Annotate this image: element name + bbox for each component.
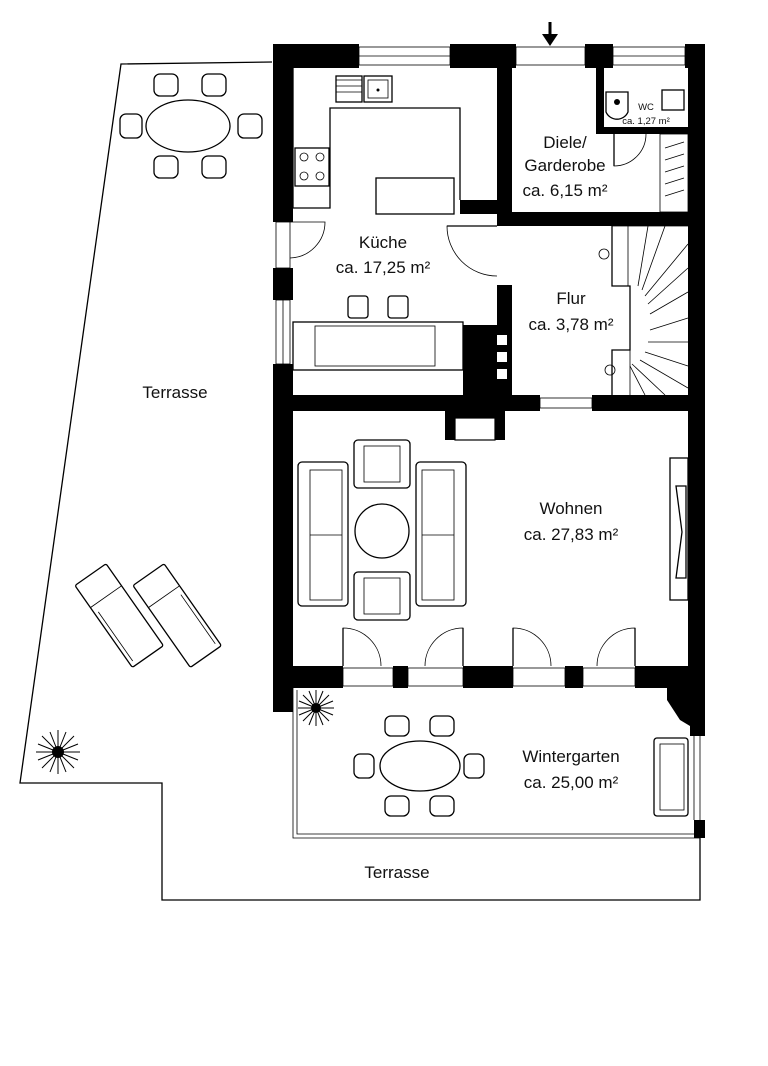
terrace-outline bbox=[19, 61, 701, 901]
plant-icon bbox=[298, 690, 334, 726]
sun-lounger-icon bbox=[75, 563, 222, 668]
interior-walls bbox=[273, 44, 705, 441]
wardrobe bbox=[659, 133, 689, 213]
sink-icon bbox=[363, 75, 393, 103]
terrasse-bottom-label: Terrasse bbox=[364, 863, 429, 882]
flur-name: Flur bbox=[556, 289, 586, 308]
plant-icon bbox=[36, 730, 80, 774]
kueche-area: ca. 17,25 m² bbox=[336, 258, 431, 277]
wintergarten-name: Wintergarten bbox=[522, 747, 619, 766]
doors bbox=[289, 133, 647, 667]
kueche-name: Küche bbox=[359, 233, 407, 252]
wohnen-area: ca. 27,83 m² bbox=[524, 525, 619, 544]
entrance-arrow-icon bbox=[542, 22, 558, 46]
windows bbox=[275, 46, 701, 820]
diele-name-2: Garderobe bbox=[524, 156, 605, 175]
terrace-dining-set bbox=[119, 73, 263, 179]
wc-furniture bbox=[605, 89, 685, 120]
wc-name: WC bbox=[638, 102, 654, 113]
terrasse-left-label: Terrasse bbox=[142, 383, 207, 402]
diele-name-1: Diele/ bbox=[543, 133, 587, 152]
staircase bbox=[598, 225, 689, 396]
flur-area: ca. 3,78 m² bbox=[528, 315, 613, 334]
stove-icon bbox=[294, 147, 330, 187]
living-furniture bbox=[297, 439, 689, 621]
wc-area: ca. 1,27 m² bbox=[622, 116, 670, 127]
wintergarten-area: ca. 25,00 m² bbox=[524, 773, 619, 792]
wintergarten bbox=[292, 688, 700, 839]
kitchen-furniture bbox=[292, 68, 464, 371]
diele-area: ca. 6,15 m² bbox=[522, 181, 607, 200]
exterior-walls bbox=[273, 44, 705, 838]
room-labels: Küche ca. 17,25 m² Diele/ Garderobe ca. … bbox=[142, 102, 669, 882]
wohnen-name: Wohnen bbox=[539, 499, 602, 518]
